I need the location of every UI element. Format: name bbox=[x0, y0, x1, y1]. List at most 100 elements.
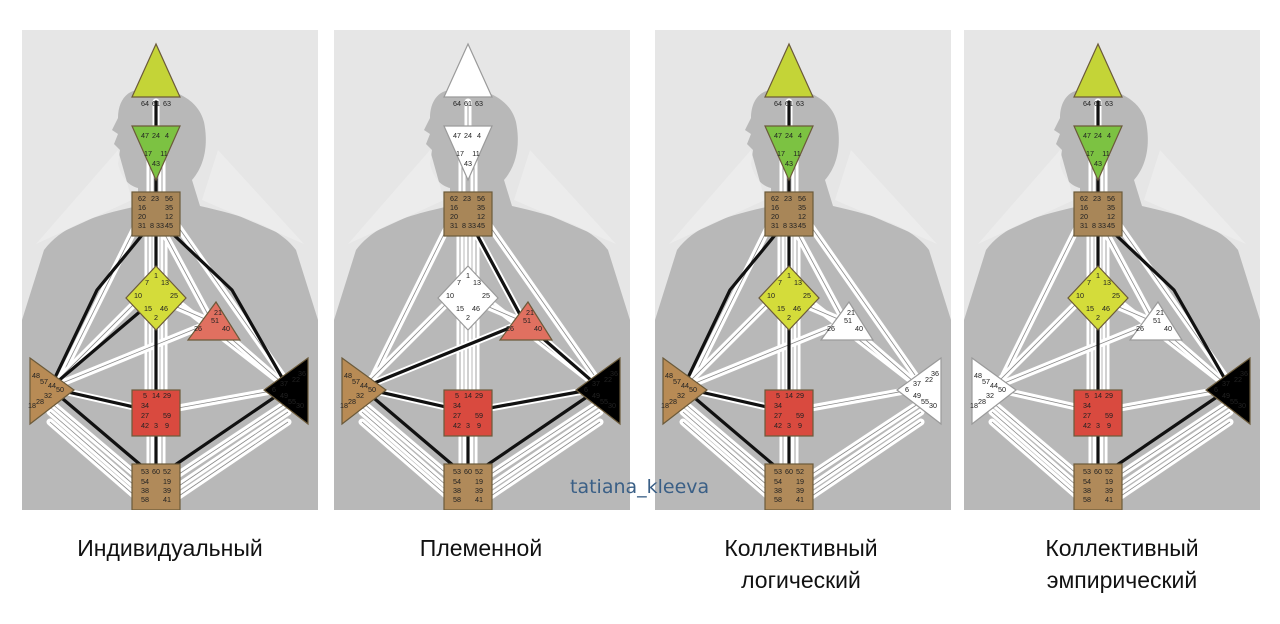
gate-number: 4 bbox=[477, 131, 481, 140]
head-center bbox=[1073, 42, 1123, 98]
gate-number: 15 bbox=[1086, 304, 1094, 313]
sacral-center bbox=[443, 389, 493, 437]
sacral-center bbox=[131, 389, 181, 437]
solar-plexus-center bbox=[895, 356, 942, 426]
gate-number: 47 bbox=[774, 131, 782, 140]
gate-number: 23 bbox=[1093, 194, 1101, 203]
gate-number: 54 bbox=[141, 477, 149, 486]
channel-defined bbox=[48, 386, 158, 480]
gate-number: 16 bbox=[771, 203, 779, 212]
channel-undefined bbox=[1111, 411, 1231, 493]
gate-number: 61 bbox=[464, 99, 472, 108]
gate-number: 8 bbox=[783, 221, 787, 230]
gate-number: 46 bbox=[472, 304, 480, 313]
channel-defined bbox=[360, 320, 526, 390]
channel-undefined bbox=[361, 421, 455, 503]
throat-center bbox=[764, 191, 814, 237]
gate-number: 59 bbox=[475, 411, 483, 420]
gate-number: 18 bbox=[340, 401, 348, 410]
gate-number: 37 bbox=[592, 379, 600, 388]
gate-number: 31 bbox=[771, 221, 779, 230]
gate-number: 49 bbox=[592, 391, 600, 400]
gate-number: 29 bbox=[475, 391, 483, 400]
gate-number: 50 bbox=[56, 385, 64, 394]
aura-right bbox=[835, 150, 937, 244]
gate-number: 35 bbox=[165, 203, 173, 212]
gate-number: 51 bbox=[211, 316, 219, 325]
gate-number: 15 bbox=[456, 304, 464, 313]
gate-number: 52 bbox=[163, 467, 171, 476]
g-center bbox=[125, 265, 187, 331]
gate-number: 57 bbox=[40, 377, 48, 386]
gate-number: 4 bbox=[165, 131, 169, 140]
gate-number: 53 bbox=[774, 467, 782, 476]
gate-number: 9 bbox=[1107, 421, 1111, 430]
gate-number: 27 bbox=[141, 411, 149, 420]
gate-number: 43 bbox=[785, 159, 793, 168]
gate-number: 32 bbox=[44, 391, 52, 400]
gate-number: 49 bbox=[913, 391, 921, 400]
ego-center bbox=[1128, 300, 1184, 341]
gate-number: 41 bbox=[1105, 495, 1113, 504]
gate-number: 12 bbox=[1107, 212, 1115, 221]
gate-number: 1 bbox=[1096, 271, 1100, 280]
gate-number: 59 bbox=[163, 411, 171, 420]
channel-undefined bbox=[169, 421, 289, 503]
gate-number: 52 bbox=[475, 467, 483, 476]
gate-number: 7 bbox=[457, 278, 461, 287]
gate-number: 2 bbox=[787, 313, 791, 322]
gate-number: 4 bbox=[1107, 131, 1111, 140]
gate-number: 52 bbox=[1105, 467, 1113, 476]
gate-number: 3 bbox=[787, 421, 791, 430]
gate-number: 3 bbox=[154, 421, 158, 430]
gate-number: 27 bbox=[1083, 411, 1091, 420]
caption-line: Индивидуальный bbox=[77, 535, 263, 561]
gate-number: 44 bbox=[48, 381, 56, 390]
gate-number: 32 bbox=[356, 391, 364, 400]
gate-number: 40 bbox=[534, 324, 542, 333]
caption-line: Коллективный bbox=[724, 535, 878, 561]
gate-number: 21 bbox=[847, 308, 855, 317]
caption-collective-abstract: Коллективный эмпирический bbox=[967, 532, 1277, 596]
gate-number: 24 bbox=[152, 131, 160, 140]
throat-center bbox=[131, 191, 181, 237]
gate-number: 28 bbox=[669, 397, 677, 406]
caption-collective-logic: Коллективный логический bbox=[646, 532, 956, 596]
ego-center bbox=[498, 300, 554, 341]
head-center bbox=[443, 42, 493, 98]
gate-number: 32 bbox=[986, 391, 994, 400]
gate-number: 32 bbox=[677, 391, 685, 400]
gate-number: 48 bbox=[32, 371, 40, 380]
gate-number: 56 bbox=[165, 194, 173, 203]
channel-defined bbox=[1096, 386, 1232, 480]
gate-number: 1 bbox=[787, 271, 791, 280]
channel-defined bbox=[154, 216, 290, 390]
gate-number: 53 bbox=[141, 467, 149, 476]
gate-number: 19 bbox=[1105, 477, 1113, 486]
gate-number: 42 bbox=[453, 421, 461, 430]
gate-number: 26 bbox=[827, 324, 835, 333]
caption-line: эмпирический bbox=[1046, 567, 1198, 593]
gate-number: 46 bbox=[1102, 304, 1110, 313]
gate-number: 9 bbox=[477, 421, 481, 430]
channel-undefined bbox=[991, 411, 1085, 493]
gate-number: 59 bbox=[796, 411, 804, 420]
channel-undefined bbox=[682, 421, 776, 503]
gate-number: 17 bbox=[144, 149, 152, 158]
throat-center bbox=[1073, 191, 1123, 237]
gate-number: 34 bbox=[141, 401, 149, 410]
gate-number: 5 bbox=[776, 391, 780, 400]
gate-number: 8 bbox=[462, 221, 466, 230]
